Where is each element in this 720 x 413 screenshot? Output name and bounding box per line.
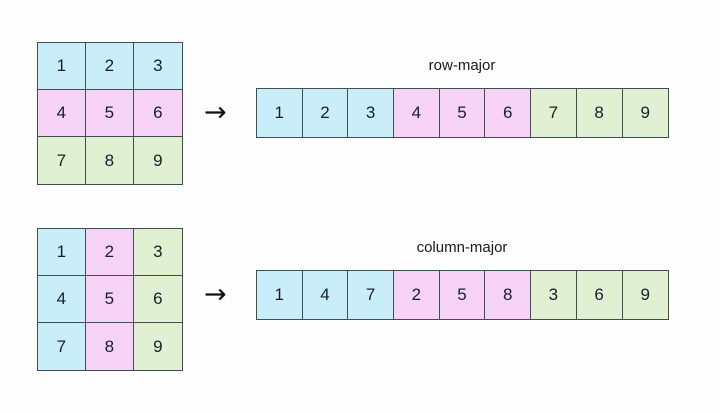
caption-column-major: column-major [416, 239, 508, 256]
matrix-cell: 4 [38, 276, 86, 323]
strip-column-major: 1 4 7 2 5 8 3 6 9 [256, 270, 670, 320]
matrix-cell: 9 [134, 323, 182, 370]
right-arrow-icon: → [204, 97, 227, 128]
strip-cell: 1 [257, 89, 303, 137]
strip-cell: 2 [302, 89, 349, 137]
strip-cell: 9 [622, 271, 669, 319]
strip-cell: 7 [531, 89, 577, 137]
matrix-cell: 3 [134, 43, 182, 90]
strip-cell: 6 [485, 89, 532, 137]
strip-cell: 1 [257, 271, 303, 319]
matrix-cell: 6 [134, 90, 182, 137]
strip-cell: 8 [485, 271, 532, 319]
strip-cell: 3 [531, 271, 577, 319]
strip-cell: 4 [394, 89, 440, 137]
matrix-column-major: 1 2 3 4 5 6 7 8 9 [37, 228, 183, 371]
strip-cell: 5 [439, 271, 486, 319]
matrix-cell: 5 [86, 276, 134, 323]
matrix-cell: 6 [134, 276, 182, 323]
matrix-cell: 5 [86, 90, 134, 137]
matrix-cell: 2 [86, 43, 134, 90]
strip-cell: 2 [394, 271, 440, 319]
matrix-row-major: 1 2 3 4 5 6 7 8 9 [37, 42, 183, 185]
matrix-cell: 8 [86, 137, 134, 184]
matrix-cell: 1 [38, 229, 86, 276]
strip-cell: 5 [439, 89, 486, 137]
right-arrow-icon: → [204, 279, 227, 310]
strip-cell: 8 [576, 89, 623, 137]
matrix-cell: 7 [38, 323, 86, 370]
strip-cell: 6 [576, 271, 623, 319]
matrix-cell: 9 [134, 137, 182, 184]
strip-row-major: 1 2 3 4 5 6 7 8 9 [256, 88, 670, 138]
matrix-cell: 2 [86, 229, 134, 276]
matrix-cell: 1 [38, 43, 86, 90]
matrix-cell: 7 [38, 137, 86, 184]
strip-cell: 4 [302, 271, 349, 319]
matrix-cell: 4 [38, 90, 86, 137]
strip-cell: 9 [622, 89, 669, 137]
strip-cell: 7 [348, 271, 395, 319]
matrix-cell: 3 [134, 229, 182, 276]
caption-row-major: row-major [428, 57, 496, 74]
strip-cell: 3 [348, 89, 395, 137]
matrix-cell: 8 [86, 323, 134, 370]
